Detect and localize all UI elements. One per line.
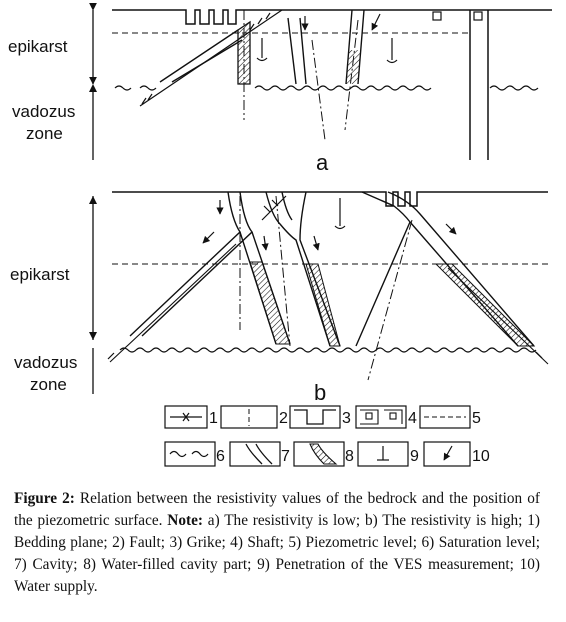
legend-box-4 <box>355 405 407 429</box>
legend: 1 2 3 4 5 6 7 8 9 10 <box>164 405 490 467</box>
panel-a-shaft-2 <box>473 11 483 21</box>
legend-symbol-water-filled <box>309 443 338 465</box>
panel-a-bedding-plane-crosses <box>139 9 283 107</box>
panel-a-epikarst-label: epikarst <box>8 37 68 56</box>
panel-b-vadose-label-2: zone <box>30 375 67 394</box>
legend-num-6: 6 <box>216 448 225 465</box>
legend-box-2 <box>220 405 278 429</box>
panel-a-shaft-1 <box>432 11 442 21</box>
legend-num-5: 5 <box>472 410 481 427</box>
panel-b-water-filled-2 <box>305 263 341 347</box>
panel-b-saturation-level <box>119 347 537 353</box>
legend-box-7 <box>229 441 281 467</box>
legend-symbol-water-supply <box>443 445 453 461</box>
caption-text-1: Relation between the resistivity values … <box>14 490 540 529</box>
panel-a-bedding-channel <box>159 29 243 83</box>
panel-a-ves-penetration-marks <box>256 38 398 64</box>
panel-a-water-supply-arrows <box>301 13 381 31</box>
legend-num-8: 8 <box>345 448 354 465</box>
panel-b-bedding-crosses-top <box>261 195 287 221</box>
panel-b-water-filled-3 <box>434 263 536 347</box>
panel-b-fault-3 <box>367 219 413 381</box>
panel-a-saturation-level <box>114 85 539 91</box>
legend-symbol-shaft <box>360 409 403 425</box>
legend-box-10 <box>423 441 471 467</box>
panel-b-fault-2 <box>275 195 291 347</box>
legend-symbol-saturation-level <box>169 450 209 458</box>
legend-num-2: 2 <box>279 410 288 427</box>
panel-b-cavity-right <box>355 191 535 347</box>
panel-b-surface <box>112 191 548 207</box>
legend-box-1 <box>164 405 208 429</box>
legend-num-9: 9 <box>410 448 419 465</box>
panel-a-vadose-label-2: zone <box>26 124 63 143</box>
caption-note: Note: <box>167 512 203 529</box>
caption-prefix: Figure 2: <box>14 490 75 507</box>
legend-box-3 <box>289 405 341 429</box>
panel-a-fault-3 <box>344 19 359 131</box>
vadose-depth-arrowhead <box>89 84 97 92</box>
legend-box-6 <box>164 441 216 467</box>
panel-b-bedding-left <box>109 243 237 363</box>
legend-box-9 <box>357 441 409 467</box>
legend-num-10: 10 <box>472 448 490 465</box>
panel-a-cavity-2 <box>287 17 307 85</box>
panel-b-cavity-middle <box>265 191 341 347</box>
panel-a-vadose-label-1: vadozus <box>12 102 75 121</box>
panel-b-bedding-left-cross <box>107 352 115 360</box>
caption-text-2: a) The resistivity is low; b) The resist… <box>14 512 540 595</box>
legend-box-8 <box>293 441 345 467</box>
panel-a-surface-right <box>469 9 552 160</box>
legend-num-7: 7 <box>281 448 290 465</box>
panel-b-water-supply-arrows <box>202 200 457 251</box>
figure-caption: Figure 2: Relation between the resistivi… <box>14 488 540 598</box>
legend-symbol-ves-penetration <box>377 446 389 461</box>
figure-diagram: epikarst vadozus zone <box>8 2 552 467</box>
panel-b-cavity-left <box>129 191 253 337</box>
legend-symbol-bedding-plane <box>170 412 202 422</box>
legend-box-5 <box>419 405 471 429</box>
legend-num-1: 1 <box>209 410 218 427</box>
panel-b-ves-penetration-marks <box>334 198 346 230</box>
legend-symbol-cavity <box>245 443 273 465</box>
panel-a-water-filled-3 <box>346 50 361 84</box>
panel-b-water-filled-1 <box>249 261 291 345</box>
panel-a: epikarst vadozus zone <box>8 2 552 175</box>
panel-b-bedding-right <box>447 267 549 365</box>
panel-a-fault-2 <box>311 39 326 141</box>
panel-a-letter: a <box>316 150 329 175</box>
legend-num-4: 4 <box>408 410 417 427</box>
legend-symbol-grike <box>294 409 336 425</box>
panel-b-vadose-label-1: vadozus <box>14 353 77 372</box>
panel-a-surface <box>112 9 470 25</box>
panel-b-bedding-right-cross <box>535 351 543 359</box>
panel-b-letter: b <box>314 380 326 405</box>
panel-b-epikarst-label: epikarst <box>10 265 70 284</box>
legend-num-3: 3 <box>342 410 351 427</box>
panel-b: epikarst vadozus zone <box>10 191 549 405</box>
